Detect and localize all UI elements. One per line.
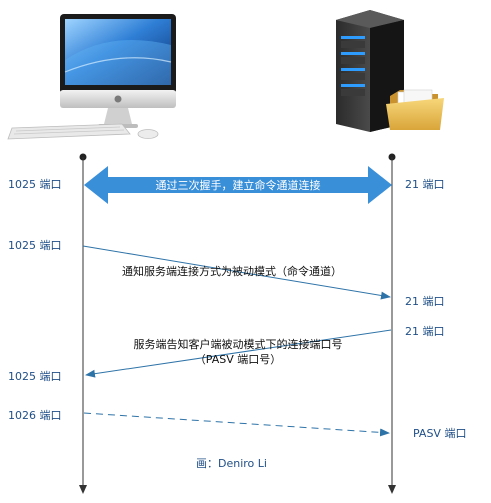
server-lifeline [388, 153, 396, 494]
server-port-label-2: 21 端口 [405, 295, 445, 308]
server-port-label-4: PASV 端口 [413, 427, 466, 440]
client-port-label-2: 1025 端口 [8, 239, 62, 252]
handshake-label: 通过三次握手，建立命令通道连接 [156, 178, 321, 192]
port-reply-label-line2: （PASV 端口号） [195, 353, 281, 366]
port-reply-arrow [85, 329, 392, 378]
client-lifeline [79, 153, 87, 494]
passive-request-arrow [82, 245, 391, 300]
client-port-label-3: 1025 端口 [8, 370, 62, 383]
server-tower-icon [336, 10, 404, 132]
port-reply-label-line1: 服务端告知客户端被动模式下的连接端口号 [134, 337, 343, 351]
folder-icon [386, 89, 444, 130]
data-connection-dashed-arrow [83, 412, 390, 437]
server-port-label-1: 21 端口 [405, 178, 445, 191]
imac-computer-icon [7, 14, 176, 140]
server-port-label-3: 21 端口 [405, 325, 445, 338]
client-port-label-1: 1025 端口 [8, 178, 62, 191]
handshake-double-arrow [84, 166, 392, 204]
author-credit: 画：Deniro Li [196, 457, 267, 470]
passive-request-label: 通知服务端连接方式为被动模式（命令通道） [122, 264, 342, 278]
client-port-label-4: 1026 端口 [8, 409, 62, 422]
